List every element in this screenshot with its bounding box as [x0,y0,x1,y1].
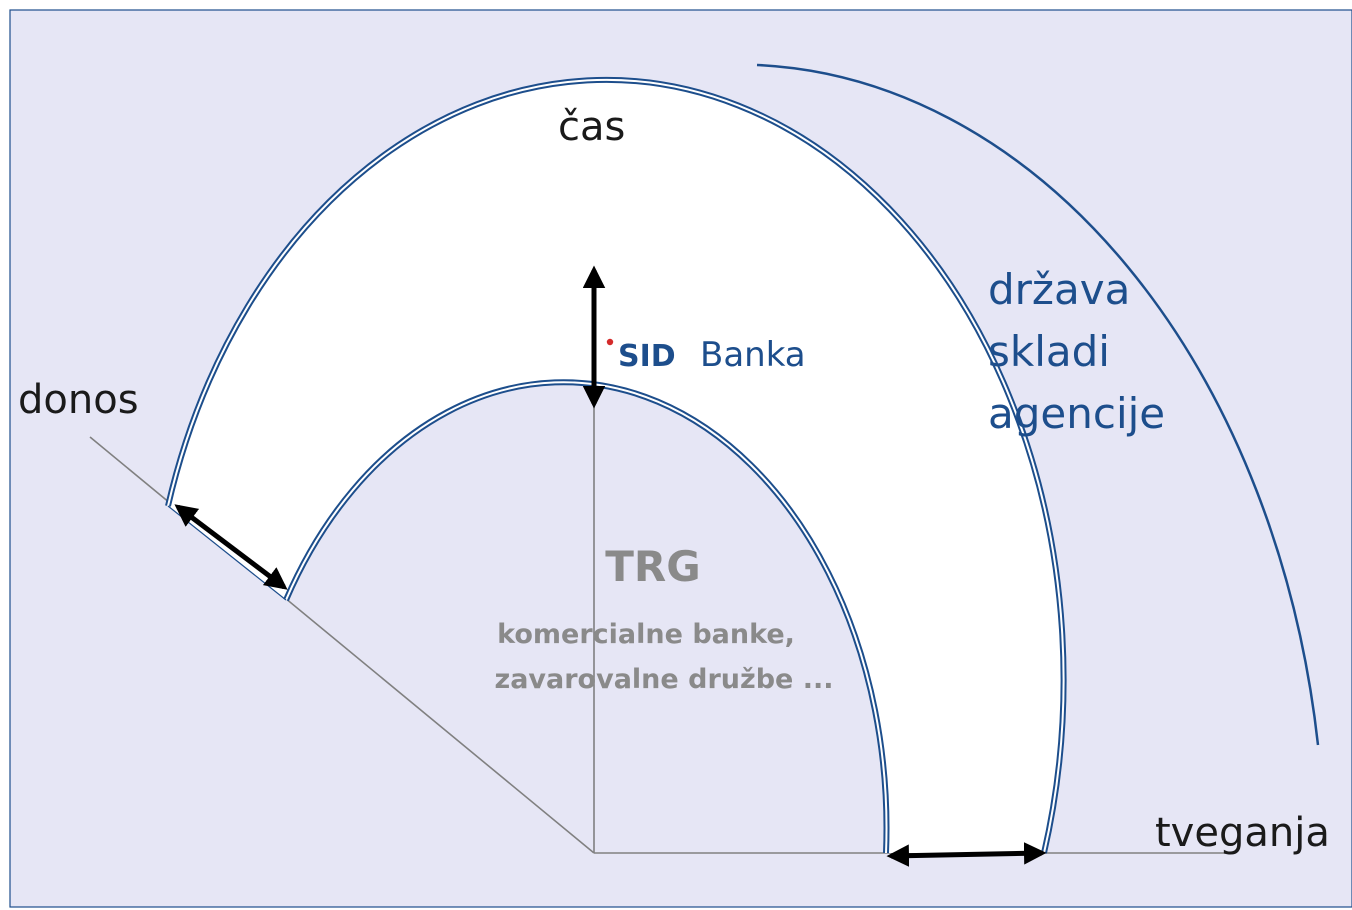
market-line-1: komercialne banke, [497,619,795,650]
state-arc [756,63,1320,746]
band-outer-edge-inner-gap [167,78,1065,854]
band-inner-edge-inner-gap [285,381,888,854]
sid-banka-logo: SID Banka [606,335,806,375]
logo-red-dot [606,338,614,346]
time-axis-label: čas [558,104,625,150]
logo-word: Banka [700,335,806,375]
risk-width-arrow [886,842,1047,867]
logo-mark: SID [618,339,676,374]
state-label-line-1: država [988,265,1130,314]
return-axis-label: donos [18,377,139,423]
state-label-line-2: skladi [988,327,1110,376]
return-width-arrow [174,504,288,590]
state-label-line-3: agencije [988,389,1165,438]
sid-banka-band [168,79,1064,853]
market-title: TRG [605,542,700,591]
risk-axis-label: tveganja [1155,810,1330,856]
market-line-2: zavarovalne družbe ... [494,664,833,695]
